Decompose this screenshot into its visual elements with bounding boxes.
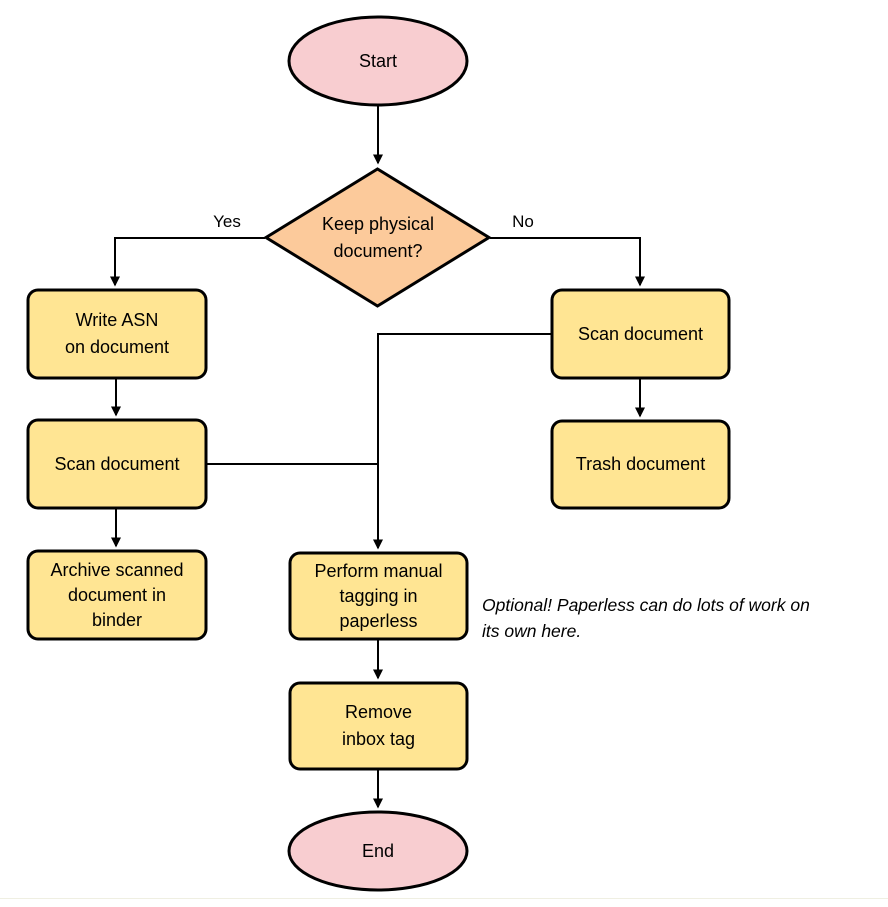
- edge-decision-no: [490, 237, 645, 287]
- process-trash-shape: [550, 419, 731, 510]
- end-terminator-shape: [287, 810, 469, 892]
- bottom-divider: [0, 898, 888, 899]
- decision-diamond-shape: [263, 167, 492, 308]
- process-scan-left-shape: [26, 418, 208, 510]
- start-terminator-shape: [287, 15, 469, 107]
- edge-scanright-to-tagging: [373, 333, 552, 550]
- edge-decision-yes: [110, 237, 265, 287]
- process-scan-right-shape: [550, 288, 731, 380]
- process-tagging-shape: [288, 551, 469, 641]
- process-remove-inbox-shape: [288, 681, 469, 771]
- process-write-asn-shape: [26, 288, 208, 380]
- process-archive-shape: [26, 549, 208, 641]
